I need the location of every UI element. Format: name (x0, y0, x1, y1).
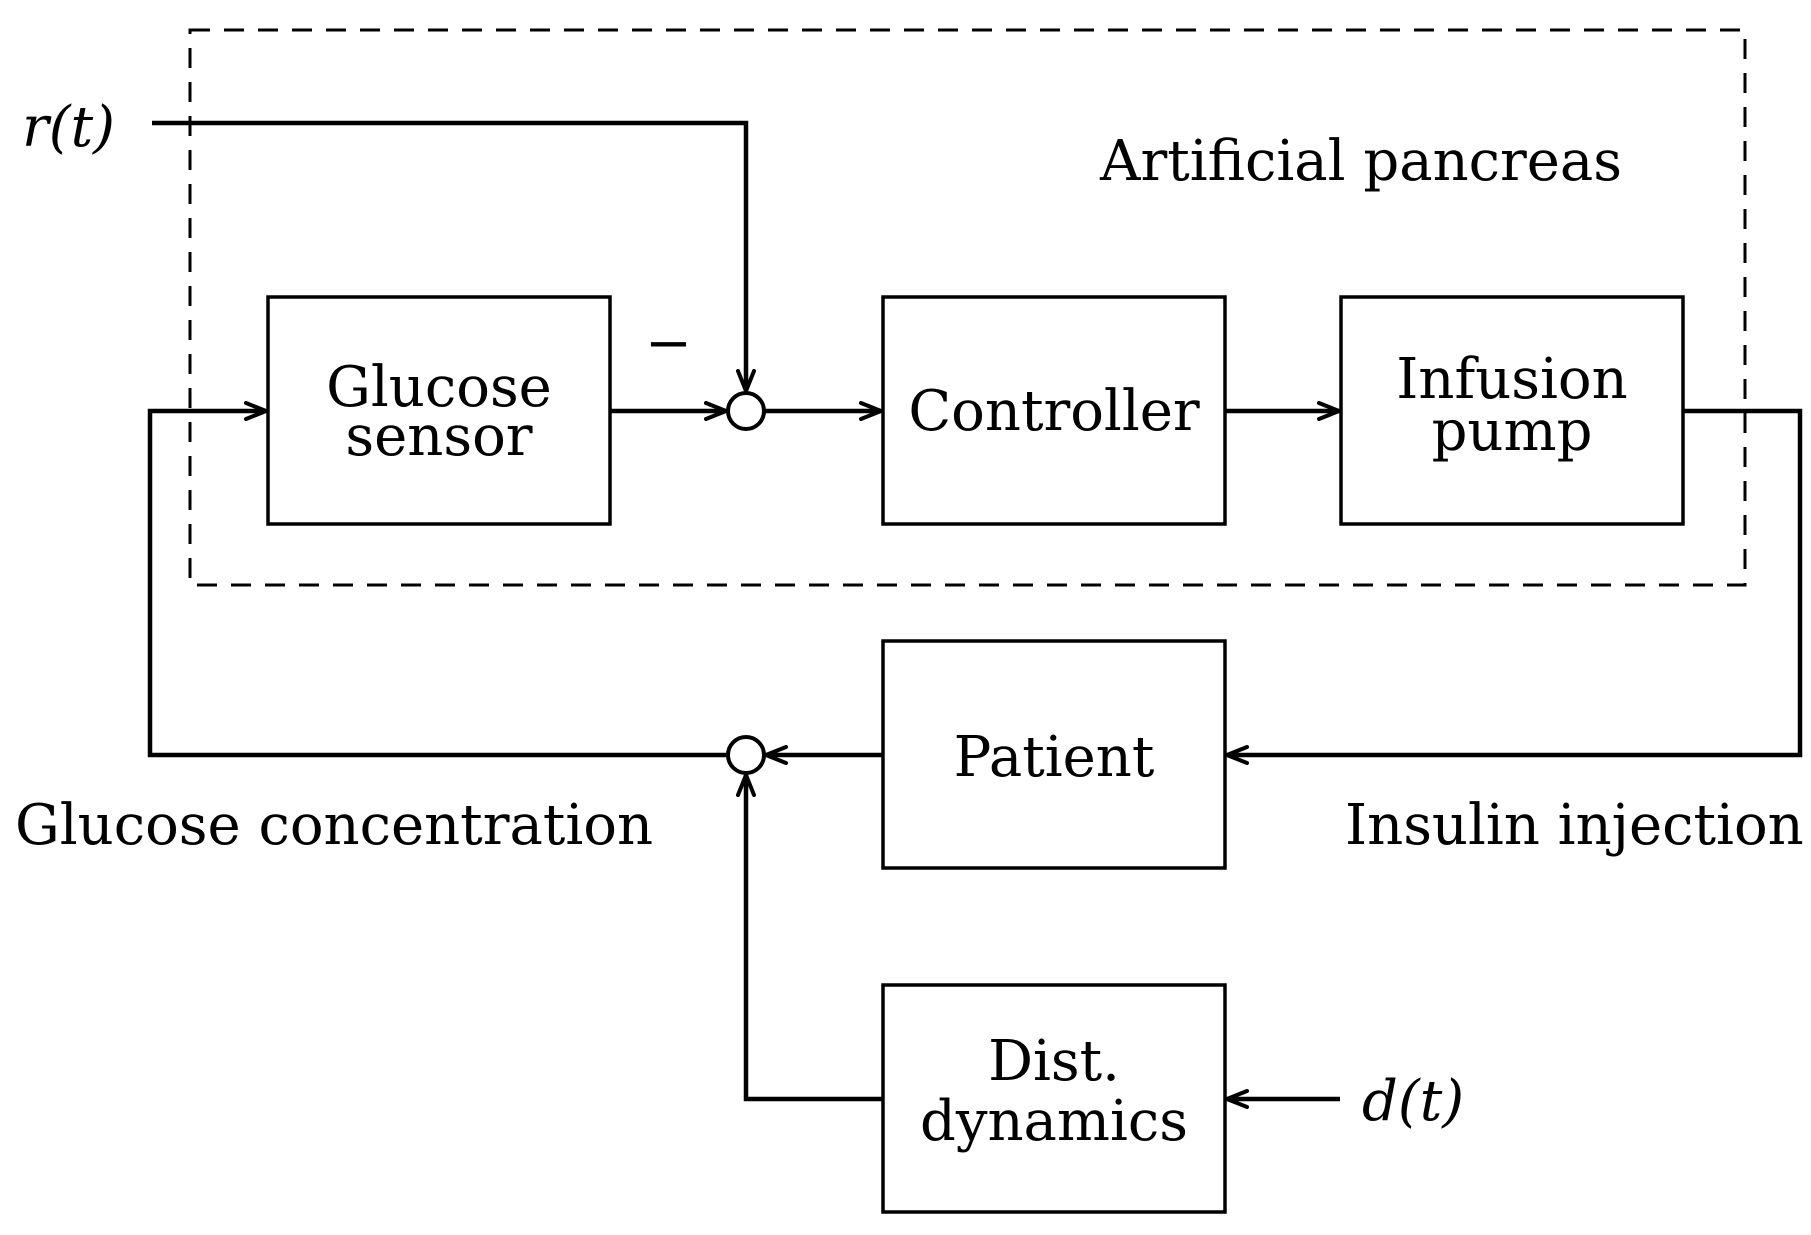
reference-signal-line (152, 120, 756, 393)
disturbance-to-junction-line (736, 773, 883, 1102)
glucose-sensor-label-line2: sensor (345, 404, 532, 469)
artificial-pancreas-label: Artificial pancreas (1099, 129, 1622, 194)
glucose-feedback-line (147, 401, 728, 758)
disturbance-signal-label: d(t) (1362, 1069, 1464, 1134)
dist-dynamics-label-line1: Dist. (988, 1029, 1120, 1094)
dist-dynamics-label-line2: dynamics (920, 1089, 1188, 1154)
insulin-injection-label: Insulin injection (1345, 793, 1804, 858)
summing-junction-bottom (726, 735, 766, 775)
infusion-pump-label-line2: pump (1432, 399, 1593, 464)
summing-junction-top (726, 391, 766, 431)
controller-label: Controller (908, 379, 1200, 444)
patient-label: Patient (954, 725, 1155, 790)
insulin-injection-line (1225, 408, 1803, 765)
infusion-pump-label-line1: Infusion (1396, 347, 1627, 412)
minus-sign-label: − (645, 311, 692, 376)
glucose-concentration-label: Glucose concentration (15, 793, 653, 858)
artificial-pancreas-boundary (188, 28, 1747, 587)
glucose-sensor-label-line1: Glucose (326, 355, 552, 420)
reference-signal-label: r(t) (22, 95, 115, 160)
